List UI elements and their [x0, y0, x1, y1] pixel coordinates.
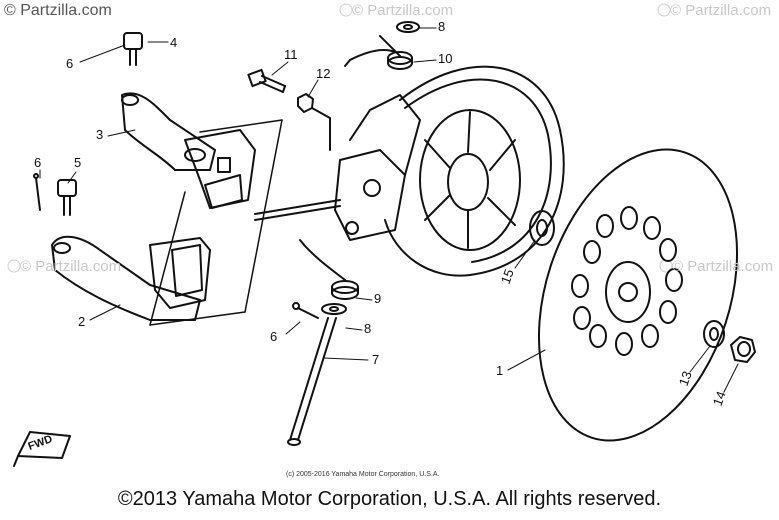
callout-8: 8: [438, 19, 446, 34]
callout-4: 4: [170, 35, 178, 50]
exploded-view-drawing: [7, 3, 756, 467]
bolt-11: [247, 68, 286, 93]
pin-4: [123, 32, 143, 66]
caliper-arm-2: [51, 235, 201, 321]
cotter-pin-6-left: [33, 173, 41, 211]
callout-5: 5: [74, 155, 82, 170]
watermark-faint: © Partzilla.com: [672, 258, 774, 275]
pin-5: [57, 179, 77, 216]
callout-1: 1: [496, 363, 504, 378]
callout-2: 2: [78, 314, 86, 329]
callout-3: 3: [96, 127, 104, 142]
watermark-faint: © Partzilla.com: [670, 2, 772, 19]
callout-11: 11: [284, 47, 298, 62]
cotter-pin-6-shaft: [292, 302, 319, 319]
fwd-arrow-icon: [13, 431, 71, 467]
callout-8: 8: [364, 321, 372, 336]
callout-6: 6: [34, 155, 42, 170]
callout-9: 9: [374, 291, 382, 306]
callout-6: 6: [66, 56, 74, 71]
brake-housing: [254, 94, 421, 241]
brake-disc: [537, 148, 739, 442]
washer-15: [529, 210, 555, 246]
washer-13: [703, 320, 725, 348]
spring-9: [299, 239, 359, 300]
callout-6: 6: [270, 329, 278, 344]
watermark-main: © Partzilla.com: [4, 2, 112, 19]
spring-10: [344, 35, 413, 70]
wheel-hub: [384, 65, 565, 277]
caliper-arm-3: [121, 92, 216, 171]
washer-8-bottom: [321, 303, 347, 315]
watermark-faint: © Partzilla.com: [20, 258, 122, 275]
callout-10: 10: [438, 51, 453, 66]
nut-14: [730, 336, 756, 363]
callout-7: 7: [372, 352, 380, 367]
brake-pad-lower: [149, 237, 211, 309]
washer-8-top: [396, 21, 420, 33]
watermark-marks: [7, 3, 673, 273]
caliper-outline-box: [149, 119, 283, 326]
small-copyright-note: (c) 2005-2016 Yamaha Motor Corporation, …: [286, 471, 440, 478]
nut-12: [297, 93, 331, 151]
copyright-footer: ©2013 Yamaha Motor Corporation, U.S.A. A…: [117, 488, 662, 510]
watermark-faint: © Partzilla.com: [352, 2, 454, 19]
callout-12: 12: [316, 66, 331, 81]
axle-shaft-7: [287, 317, 337, 446]
brake-pad-upper: [184, 129, 256, 209]
leader-lines: [39, 27, 739, 393]
